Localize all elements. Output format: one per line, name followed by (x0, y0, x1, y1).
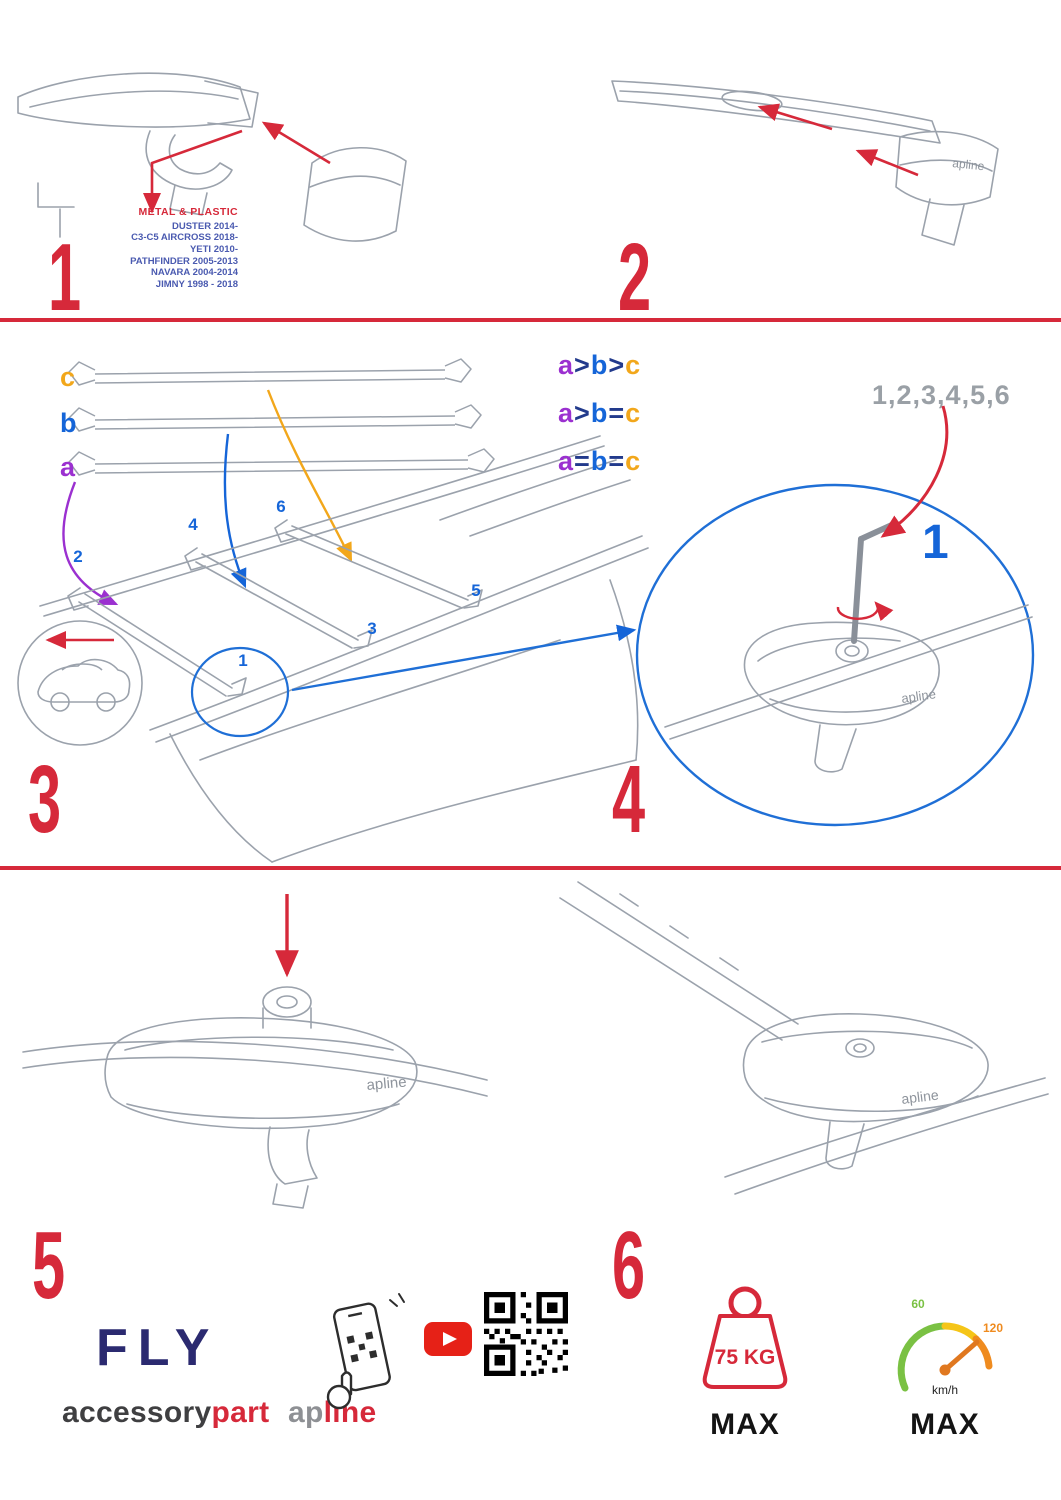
model-name: FLY (96, 1319, 220, 1377)
max-speed-icon: 60 120 km/h (880, 1290, 1010, 1398)
qr-code (484, 1292, 568, 1376)
apline-logo-small: apline (952, 156, 986, 173)
zoom-circle (635, 483, 1035, 827)
size-rule-3: a=b=c (558, 446, 642, 476)
step-3-number: 3 (28, 746, 61, 853)
step-1-number: 1 (48, 224, 81, 331)
position-2: 2 (73, 547, 82, 566)
step-5-number: 5 (32, 1212, 65, 1319)
step5-illustration: apline (15, 882, 495, 1227)
size-rule-1: a>b>c (558, 350, 642, 380)
sequence-pointer-arrow (845, 398, 965, 548)
position-6: 6 (276, 497, 285, 516)
max-weight-label: MAX (710, 1408, 780, 1441)
youtube-icon (424, 1322, 472, 1356)
max-weight-icon: 75 KG (680, 1283, 810, 1398)
clamp-highlight-circle (190, 646, 290, 738)
brand-ap: ap (288, 1396, 324, 1429)
bar-label-a: a (60, 452, 76, 482)
section-divider (0, 866, 1061, 870)
first-position-callout: 1 (922, 516, 949, 569)
position-3: 3 (367, 619, 376, 638)
size-rules: a>b>c a>b=c a=b=c (558, 350, 641, 494)
step-6-number: 6 (612, 1212, 645, 1319)
car-direction-badge (17, 620, 143, 746)
vehicle-item: PATHFINDER 2005-2013 (130, 255, 238, 267)
position-4: 4 (188, 515, 198, 534)
section-divider (0, 318, 1061, 322)
scan-qr-phone-icon (312, 1292, 412, 1410)
size-rule-2: a>b=c (558, 398, 642, 428)
rotate-arrow (836, 601, 894, 622)
vehicle-item: YETI 2010- (189, 243, 238, 255)
speed-60-label: 60 (911, 1297, 925, 1311)
vehicle-compatibility: METAL & PLASTIC DUSTER 2014- C3-C5 AIRCR… (106, 206, 238, 290)
speed-120-label: 120 (983, 1321, 1003, 1335)
step2-illustration: apline (600, 45, 1050, 275)
vehicle-item: NAVARA 2004-2014 (151, 267, 238, 279)
step-2-number: 2 (618, 224, 651, 331)
brand-accessory: accessory (62, 1396, 212, 1429)
step3-illustration: c b a (0, 340, 660, 865)
position-5: 5 (471, 581, 480, 600)
step1-illustration (0, 35, 460, 295)
max-speed-label: MAX (910, 1408, 980, 1441)
apline-logo-small: apline (366, 1074, 407, 1094)
vehicle-item: DUSTER 2014- (172, 220, 238, 232)
bar-label-c: c (60, 362, 75, 392)
brand-part: part (211, 1396, 270, 1429)
material-label: METAL & PLASTIC (138, 206, 238, 218)
vehicle-item: C3-C5 AIRCROSS 2018- (131, 232, 238, 244)
speed-unit-label: km/h (932, 1383, 958, 1397)
apline-logo-small: apline (900, 1087, 939, 1107)
max-weight-value: 75 KG (715, 1346, 776, 1369)
tightening-sequence: 1,2,3,4,5,6 (872, 380, 1011, 410)
step6-illustration: apline (530, 872, 1050, 1232)
position-1: 1 (238, 651, 247, 670)
bar-label-b: b (60, 408, 77, 438)
step4-illustration: apline (620, 475, 1060, 835)
apline-logo-small: apline (900, 686, 936, 706)
vehicle-item: JIMNY 1998 - 2018 (155, 278, 238, 290)
zoom-pointer-arrow (291, 624, 637, 692)
step-4-number: 4 (612, 746, 645, 853)
